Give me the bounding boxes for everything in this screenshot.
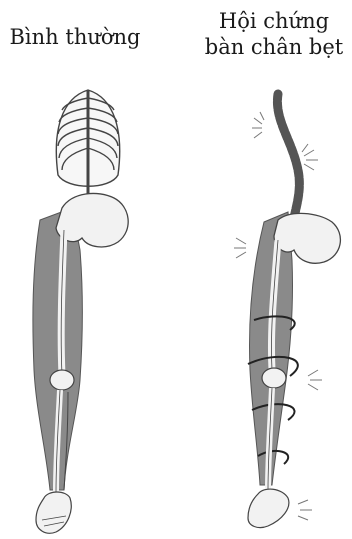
pain-burst-knee bbox=[308, 370, 322, 390]
pain-burst-hip bbox=[234, 238, 246, 258]
foot bbox=[36, 492, 71, 533]
normal-label: Bình thường bbox=[8, 24, 142, 50]
knee bbox=[262, 368, 286, 388]
knee bbox=[50, 370, 74, 390]
flatfoot-label: Hội chứng bàn chân bẹt bbox=[196, 8, 352, 60]
pain-burst-foot bbox=[298, 500, 312, 520]
flatfoot-skeleton-figure bbox=[218, 80, 352, 539]
flatfoot-label-line-1: Hội chứng bbox=[196, 8, 352, 34]
pain-burst-neck bbox=[252, 112, 264, 138]
normal-skeleton-figure bbox=[22, 80, 152, 539]
flat-foot bbox=[248, 489, 289, 528]
flatfoot-label-line-2: bàn chân bẹt bbox=[196, 34, 352, 60]
pain-burst-back bbox=[302, 144, 318, 170]
